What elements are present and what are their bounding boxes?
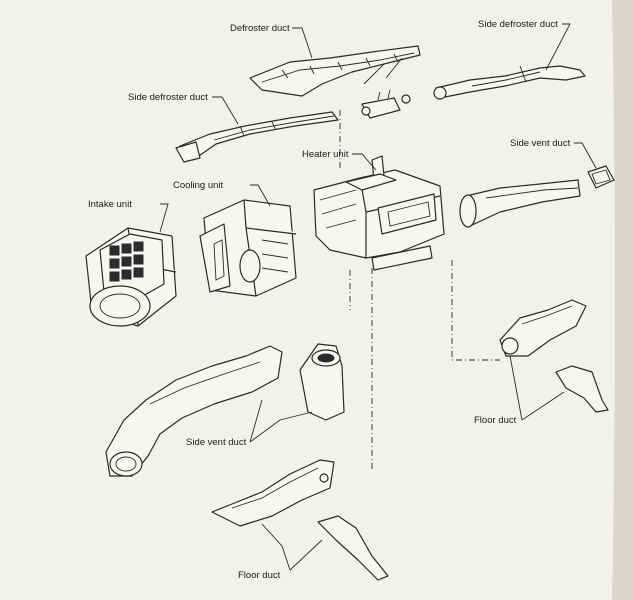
defroster-connector [361, 89, 411, 119]
label-side-defroster-duct-left: Side defroster duct [128, 92, 208, 103]
page-edge [612, 0, 633, 600]
label-heater-unit: Heater unit [302, 149, 349, 160]
defroster-duct [249, 45, 421, 97]
label-floor-duct-bottom: Floor duct [238, 570, 281, 581]
floor-duct-bottom [211, 459, 389, 581]
label-defroster-duct: Defroster duct [230, 23, 290, 34]
label-side-defroster-duct-right: Side defroster duct [478, 19, 558, 30]
label-side-vent-duct-left: Side vent duct [186, 437, 247, 448]
label-floor-duct-right: Floor duct [474, 415, 517, 426]
intake-grille [109, 241, 144, 282]
side-defroster-duct-right [433, 65, 586, 100]
leader-lines [159, 23, 597, 571]
label-cooling-unit: Cooling unit [173, 180, 224, 191]
side-vent-duct-left [105, 343, 345, 477]
intake-unit [85, 227, 177, 327]
cooling-unit [199, 199, 297, 297]
label-intake-unit: Intake unit [88, 199, 132, 210]
side-defroster-duct-left [175, 111, 339, 163]
floor-duct-right [499, 299, 609, 413]
heater-unit [313, 155, 445, 271]
label-side-vent-duct-right: Side vent duct [510, 138, 571, 149]
side-vent-duct-right [459, 165, 615, 228]
